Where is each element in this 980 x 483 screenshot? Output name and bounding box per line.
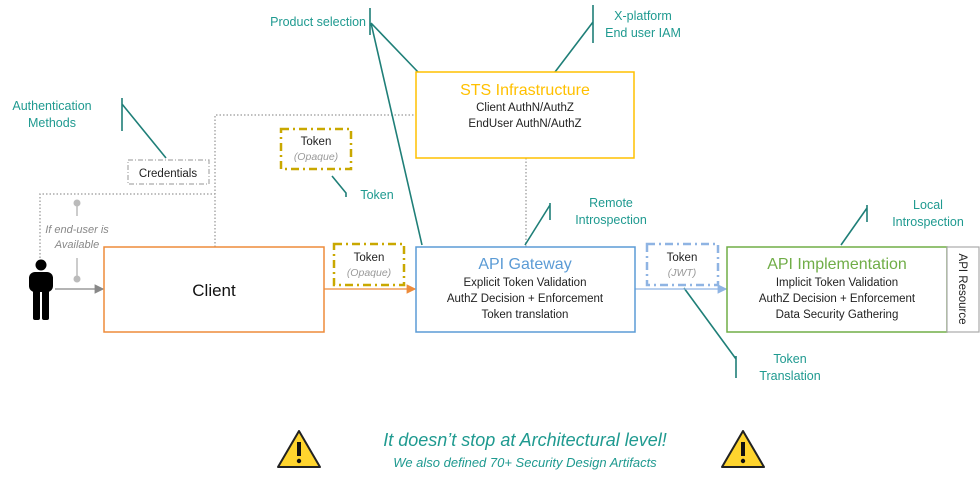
warning-icon <box>721 430 765 468</box>
svg-text:End user IAM: End user IAM <box>605 26 681 40</box>
callout-token-translation: Token Translation <box>683 287 821 383</box>
svg-text:AuthZ Decision + Enforcement: AuthZ Decision + Enforcement <box>447 293 604 305</box>
svg-text:Token translation: Token translation <box>482 309 569 321</box>
svg-text:Data Security Gathering: Data Security Gathering <box>776 309 899 321</box>
svg-text:Implicit Token Validation: Implicit Token Validation <box>776 277 898 289</box>
svg-text:Translation: Translation <box>759 369 820 383</box>
user-credentials-connector <box>39 193 215 258</box>
svg-text:Token: Token <box>301 136 332 148</box>
svg-text:X-platform: X-platform <box>614 9 672 23</box>
svg-text:STS Infrastructure: STS Infrastructure <box>460 82 590 99</box>
api-gateway-box[interactable]: API Gateway Explicit Token Validation Au… <box>415 246 636 333</box>
end-user-note: If end-user is Available <box>45 199 109 283</box>
callout-product-selection: Product selection <box>270 8 423 246</box>
svg-text:Credentials: Credentials <box>139 168 197 180</box>
credentials-box: Credentials <box>127 159 210 185</box>
svg-text:(Opaque): (Opaque) <box>347 267 391 279</box>
svg-text:AuthZ Decision + Enforcement: AuthZ Decision + Enforcement <box>759 293 916 305</box>
token-opaque-top: Token (Opaque) <box>279 127 353 171</box>
token-jwt: Token (JWT) <box>645 242 720 287</box>
footer-headline: It doesn’t stop at Architectural level! <box>383 430 666 450</box>
svg-text:Local: Local <box>913 198 943 212</box>
api-resource-box[interactable]: API Resource <box>946 246 980 333</box>
svg-text:Token: Token <box>354 252 385 264</box>
svg-text:API Resource: API Resource <box>956 254 968 325</box>
svg-text:If end-user is: If end-user is <box>45 224 109 236</box>
callout-local-introspection: Local Introspection <box>840 198 964 246</box>
svg-text:API Implementation: API Implementation <box>767 256 907 273</box>
sts-infrastructure-box[interactable]: STS Infrastructure Client AuthN/AuthZ En… <box>415 71 635 159</box>
svg-text:Product selection: Product selection <box>270 15 366 29</box>
client-box[interactable]: Client <box>103 246 325 333</box>
svg-text:Available: Available <box>54 239 99 251</box>
svg-text:API Gateway: API Gateway <box>478 256 571 273</box>
svg-text:(JWT): (JWT) <box>668 267 697 279</box>
svg-text:Explicit Token Validation: Explicit Token Validation <box>464 277 587 289</box>
svg-text:Authentication: Authentication <box>12 99 91 113</box>
callout-xplatform: X-platform End user IAM <box>554 5 681 73</box>
callout-auth-methods: Authentication Methods <box>12 98 167 159</box>
api-implementation-box[interactable]: API Implementation Implicit Token Valida… <box>726 246 948 333</box>
svg-text:Client AuthN/AuthZ: Client AuthN/AuthZ <box>476 102 574 114</box>
client-sts-connector <box>214 114 416 247</box>
footer-subline: We also defined 70+ Security Design Arti… <box>393 455 657 470</box>
svg-text:Token: Token <box>667 252 698 264</box>
callout-remote-introspection: Remote Introspection <box>524 196 647 246</box>
person-icon <box>29 259 53 320</box>
svg-text:Methods: Methods <box>28 116 76 130</box>
warning-icon <box>277 430 321 468</box>
callout-token: Token <box>331 175 394 202</box>
svg-text:Introspection: Introspection <box>575 213 647 227</box>
svg-text:Introspection: Introspection <box>892 215 964 229</box>
token-opaque-mid: Token (Opaque) <box>332 242 406 287</box>
svg-text:Client: Client <box>192 281 236 300</box>
svg-text:Remote: Remote <box>589 196 633 210</box>
svg-text:Token: Token <box>360 188 393 202</box>
svg-text:Token: Token <box>773 352 806 366</box>
svg-text:EndUser AuthN/AuthZ: EndUser AuthN/AuthZ <box>468 118 581 130</box>
svg-text:(Opaque): (Opaque) <box>294 151 338 163</box>
